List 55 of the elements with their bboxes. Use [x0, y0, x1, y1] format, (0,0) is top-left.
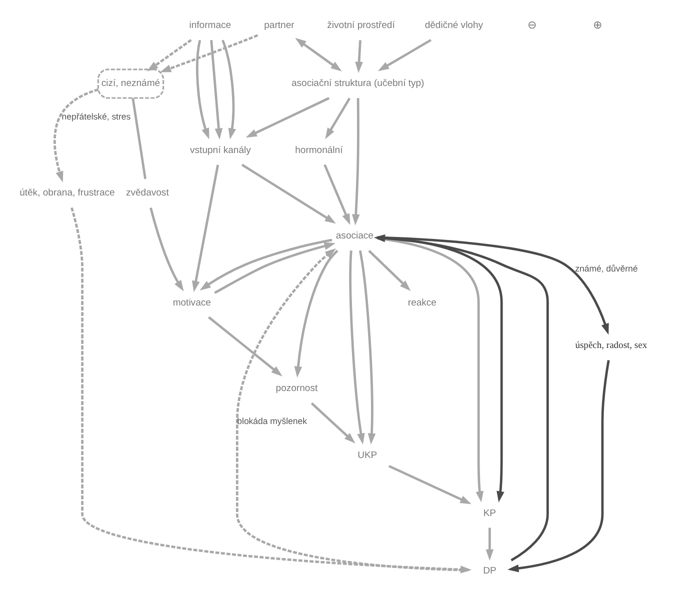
node-text: pozornost — [276, 383, 318, 394]
edge-label: nepřátelské, stres — [62, 111, 131, 122]
arrow — [214, 242, 336, 294]
arrow — [192, 164, 220, 292]
arrow — [150, 208, 184, 292]
arrow — [200, 238, 332, 290]
arrow — [358, 250, 376, 445]
arrow — [222, 40, 236, 140]
node-text: motivace — [172, 297, 211, 308]
arrow — [374, 234, 549, 562]
arrow — [324, 164, 350, 225]
node-text: DP — [483, 566, 496, 577]
node-text: úspěch, radost, sex — [575, 341, 648, 352]
arrow — [349, 250, 365, 444]
node-text: asociační struktura (učební typ) — [291, 78, 424, 90]
arrow — [378, 39, 432, 72]
node-text: UKP — [358, 450, 378, 461]
node-text: vstupní kanály — [190, 144, 251, 156]
node-text: dědičné vlohy — [424, 20, 484, 32]
arrow — [236, 248, 468, 572]
connector — [132, 98, 146, 180]
arrow — [368, 250, 411, 292]
node-text: hormonální — [295, 144, 343, 156]
arrow — [246, 97, 330, 138]
node-text: informace — [189, 20, 232, 32]
arrow — [486, 528, 494, 561]
edge-label: známé, důvěrné — [575, 264, 638, 274]
node-text: útěk, obrana, frustrace — [20, 188, 115, 199]
arrow — [208, 316, 282, 376]
label: ⊕ — [593, 20, 602, 32]
node-box: cizí, neznámé — [97, 68, 164, 99]
edge-label: blokáda myšlenek — [237, 416, 307, 426]
node-text: reakce — [408, 297, 436, 308]
node-text: asociace — [336, 230, 374, 242]
arrow — [241, 164, 336, 224]
arrow — [196, 40, 210, 140]
node-text: životní prostředí — [327, 20, 395, 32]
arrow — [210, 40, 223, 140]
node-text: KP — [483, 508, 496, 519]
arrow — [325, 98, 351, 140]
label: ⊖ — [527, 20, 536, 32]
arrow — [377, 236, 504, 502]
arrow — [54, 88, 99, 182]
node-text: partner — [264, 20, 294, 32]
arrow — [388, 465, 472, 504]
arrow — [355, 40, 363, 73]
arrow — [310, 402, 356, 444]
arrow — [146, 39, 192, 72]
arrow — [377, 237, 484, 502]
arrow — [160, 34, 258, 72]
arrow — [294, 250, 338, 378]
arrow — [295, 38, 342, 72]
arrow — [352, 98, 360, 226]
node-text: zvědavost — [126, 188, 169, 199]
arrow — [508, 360, 610, 572]
